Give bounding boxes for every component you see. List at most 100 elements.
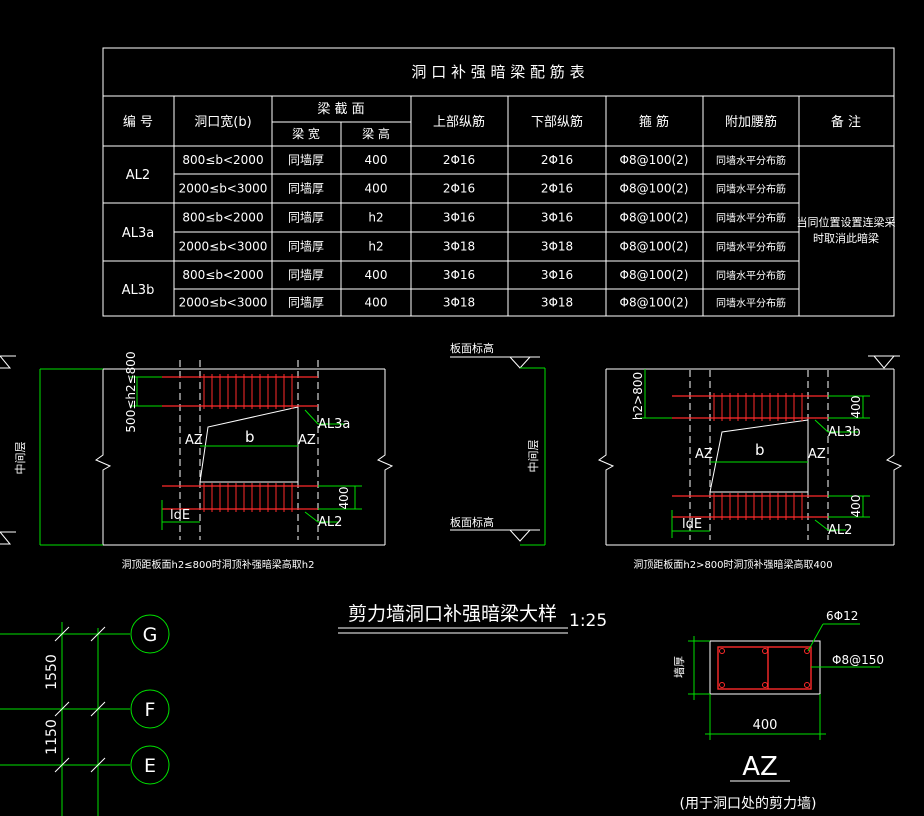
right-lde-label: ldE bbox=[682, 517, 702, 532]
right-az-2: AZ bbox=[808, 447, 826, 462]
table-cell-range: 800≤b<2000 bbox=[182, 153, 263, 167]
table-cell-range: 2000≤b<3000 bbox=[179, 240, 268, 254]
right-al3b-label: AL3b bbox=[828, 425, 861, 440]
note-line-1: 当同位置设置连梁采 bbox=[797, 215, 896, 229]
table-cell-extra: 同墙水平分布筋 bbox=[716, 269, 786, 282]
table-cell-extra: 同墙水平分布筋 bbox=[716, 154, 786, 167]
header-width: 洞口宽(b) bbox=[194, 114, 251, 130]
table-cell-stirrup: Φ8@100(2) bbox=[620, 268, 689, 282]
table-cell-height: 400 bbox=[365, 153, 388, 167]
right-az-1: AZ bbox=[695, 447, 713, 462]
left-b-label: b bbox=[245, 428, 255, 446]
left-dim-h2: 500≤h2≤800 bbox=[124, 351, 138, 432]
table-cell-width: 同墙厚 bbox=[288, 268, 324, 282]
table-cell-stirrup: Φ8@100(2) bbox=[620, 182, 689, 196]
row-id-al3a: AL3a bbox=[122, 226, 154, 241]
main-title-block: 剪力墙洞口补强暗梁大样 1:25 bbox=[338, 603, 607, 634]
header-section-h: 梁 高 bbox=[362, 126, 390, 141]
right-dim-400-bottom: 400 bbox=[849, 495, 863, 518]
axis-label-f: F bbox=[145, 699, 156, 721]
right-dim-400-top: 400 bbox=[849, 396, 863, 419]
table-cell-top: 3Φ18 bbox=[443, 296, 475, 310]
az-rebar-main: 6Φ12 bbox=[826, 609, 858, 623]
right-caption: 洞顶距板面h2>800时洞顶补强暗梁高取400 bbox=[633, 558, 832, 571]
table-cell-bottom: 2Φ16 bbox=[541, 182, 573, 196]
header-stirrup: 箍 筋 bbox=[639, 114, 669, 130]
az-rebar-tie: Φ8@150 bbox=[832, 653, 884, 667]
table-cell-stirrup: Φ8@100(2) bbox=[620, 211, 689, 225]
table-cell-extra: 同墙水平分布筋 bbox=[716, 297, 786, 310]
left-lde-label: ldE bbox=[170, 508, 190, 523]
row-id-al3b: AL3b bbox=[122, 283, 155, 298]
left-az-2: AZ bbox=[298, 433, 316, 448]
right-al2-label: AL2 bbox=[828, 523, 852, 538]
table-cell-top: 3Φ16 bbox=[443, 211, 475, 225]
main-scale: 1:25 bbox=[569, 611, 607, 631]
table-cell-width: 同墙厚 bbox=[288, 153, 324, 167]
mid-slab-top: 板面标高 bbox=[450, 341, 494, 355]
left-caption: 洞顶距板面h2≤800时洞顶补强暗梁高取h2 bbox=[122, 558, 315, 571]
table-cell-top: 2Φ16 bbox=[443, 182, 475, 196]
table-cell-top: 3Φ18 bbox=[443, 240, 475, 254]
table-cell-height: 400 bbox=[365, 268, 388, 282]
table-cell-bottom: 2Φ16 bbox=[541, 153, 573, 167]
left-al2-label: AL2 bbox=[318, 515, 342, 530]
header-section-w: 梁 宽 bbox=[292, 126, 320, 141]
left-dim-400: 400 bbox=[337, 487, 351, 510]
row-id-al2: AL2 bbox=[126, 168, 150, 183]
table-cell-top: 2Φ16 bbox=[443, 153, 475, 167]
left-al3a-label: AL3a bbox=[318, 417, 350, 432]
az-width: 400 bbox=[753, 718, 778, 733]
note-line-2: 时取消此暗梁 bbox=[813, 231, 879, 245]
az-wall-label: 墙厚 bbox=[672, 656, 686, 678]
axis-label-e: E bbox=[144, 755, 156, 777]
right-dim-h2: h2>800 bbox=[631, 372, 645, 420]
table-cell-stirrup: Φ8@100(2) bbox=[620, 153, 689, 167]
header-top: 上部纵筋 bbox=[433, 114, 485, 130]
table-cell-range: 2000≤b<3000 bbox=[179, 296, 268, 310]
table-cell-extra: 同墙水平分布筋 bbox=[716, 183, 786, 196]
header-section: 梁 截 面 bbox=[317, 102, 364, 117]
az-section: 6Φ12 Φ8@150 墙厚 400 AZ (用于洞口处的剪力墙) bbox=[672, 609, 884, 812]
grid-axes: G F E 1550 1150 bbox=[0, 614, 170, 816]
middle-detail: 板面标高 板面标高 中间层 bbox=[450, 341, 546, 546]
table-cell-range: 800≤b<2000 bbox=[182, 211, 263, 225]
table-cell-bottom: 3Φ16 bbox=[541, 268, 573, 282]
table-cell-stirrup: Φ8@100(2) bbox=[620, 296, 689, 310]
az-title: AZ bbox=[742, 752, 778, 782]
mid-slab-bottom: 板面标高 bbox=[450, 515, 494, 529]
header-id: 编 号 bbox=[123, 115, 153, 130]
table-cell-height: h2 bbox=[368, 240, 383, 254]
table-cell-range: 800≤b<2000 bbox=[182, 268, 263, 282]
header-extra: 附加腰筋 bbox=[725, 114, 777, 130]
rebar-table bbox=[102, 47, 895, 317]
grid-dim-1150: 1150 bbox=[44, 719, 60, 755]
table-cell-stirrup: Φ8@100(2) bbox=[620, 240, 689, 254]
right-detail: h2>800 400 400 AZ AZ b AL3b AL2 ldE 洞顶距板… bbox=[597, 355, 903, 571]
table-cell-bottom: 3Φ16 bbox=[541, 211, 573, 225]
table-cell-width: 同墙厚 bbox=[288, 296, 324, 310]
left-az-1: AZ bbox=[185, 433, 203, 448]
table-cell-height: 400 bbox=[365, 296, 388, 310]
table-cell-top: 3Φ16 bbox=[443, 268, 475, 282]
table-cell-height: h2 bbox=[368, 211, 383, 225]
axis-label-g: G bbox=[143, 624, 158, 646]
left-detail: 500≤h2≤800 中间层 AZ AZ b AL3a AL2 ldE 400 … bbox=[0, 351, 394, 571]
table-cell-bottom: 3Φ18 bbox=[541, 240, 573, 254]
table-cell-width: 同墙厚 bbox=[288, 240, 324, 254]
table-cell-extra: 同墙水平分布筋 bbox=[716, 212, 786, 225]
az-subtitle: (用于洞口处的剪力墙) bbox=[680, 796, 817, 812]
mid-floor-label: 中间层 bbox=[527, 440, 540, 473]
table-cell-extra: 同墙水平分布筋 bbox=[716, 241, 786, 254]
table-text: 洞 口 补 强 暗 梁 配 筋 表 编 号 洞口宽(b) 梁 截 面 梁 宽 梁… bbox=[122, 63, 896, 298]
table-cell-height: 400 bbox=[365, 182, 388, 196]
table-cell-range: 2000≤b<3000 bbox=[179, 182, 268, 196]
grid-dim-1550: 1550 bbox=[44, 654, 60, 690]
header-note: 备 注 bbox=[831, 114, 861, 130]
table-cell-bottom: 3Φ18 bbox=[541, 296, 573, 310]
main-title: 剪力墙洞口补强暗梁大样 bbox=[348, 603, 557, 625]
header-bottom: 下部纵筋 bbox=[531, 114, 583, 130]
table-cell-width: 同墙厚 bbox=[288, 211, 324, 225]
